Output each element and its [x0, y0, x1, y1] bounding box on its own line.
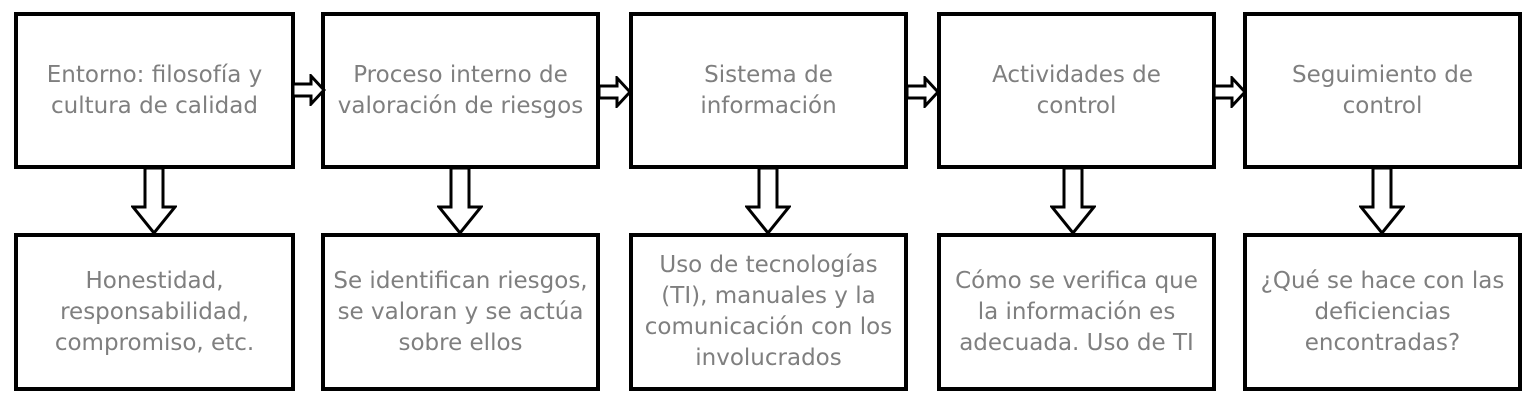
detail-box-sistema-informacion: Uso de tecnologías (TI), manuales y la c…	[629, 233, 908, 391]
right-arrow-icon	[292, 74, 326, 106]
step-detail: Se identifican riesgos, se valoran y se …	[333, 267, 588, 356]
step-title: Sistema de información	[700, 61, 837, 119]
step-box-seguimiento-control: Seguimiento de control	[1243, 12, 1522, 169]
right-arrow-icon	[1213, 76, 1247, 108]
step-detail: ¿Qué se hace con las deficiencias encont…	[1260, 267, 1505, 356]
step-box-valoracion-riesgos: Proceso interno de valoración de riesgos	[321, 12, 600, 169]
step-title: Actividades de control	[992, 61, 1161, 119]
right-arrow-icon	[906, 76, 940, 108]
step-box-sistema-informacion: Sistema de información	[629, 12, 908, 169]
down-arrow-icon	[1050, 167, 1096, 235]
detail-box-seguimiento-control: ¿Qué se hace con las deficiencias encont…	[1243, 233, 1522, 391]
down-arrow-icon	[745, 167, 791, 235]
right-arrow-icon	[598, 76, 632, 108]
detail-box-valoracion-riesgos: Se identifican riesgos, se valoran y se …	[321, 233, 600, 391]
detail-box-actividades-control: Cómo se verifica que la información es a…	[937, 233, 1216, 391]
step-box-actividades-control: Actividades de control	[937, 12, 1216, 169]
step-title: Proceso interno de valoración de riesgos	[337, 61, 584, 119]
step-title: Entorno: filosofía y cultura de calidad	[46, 61, 263, 119]
down-arrow-icon	[437, 167, 483, 235]
step-detail: Cómo se verifica que la información es a…	[955, 267, 1198, 356]
step-title: Seguimiento de control	[1292, 61, 1473, 119]
step-box-entorno: Entorno: filosofía y cultura de calidad	[14, 12, 295, 169]
step-detail: Uso de tecnologías (TI), manuales y la c…	[644, 252, 893, 371]
step-detail: Honestidad, responsabilidad, compromiso,…	[54, 267, 255, 356]
detail-box-entorno: Honestidad, responsabilidad, compromiso,…	[14, 233, 295, 391]
down-arrow-icon	[1359, 167, 1405, 235]
down-arrow-icon	[131, 167, 177, 235]
